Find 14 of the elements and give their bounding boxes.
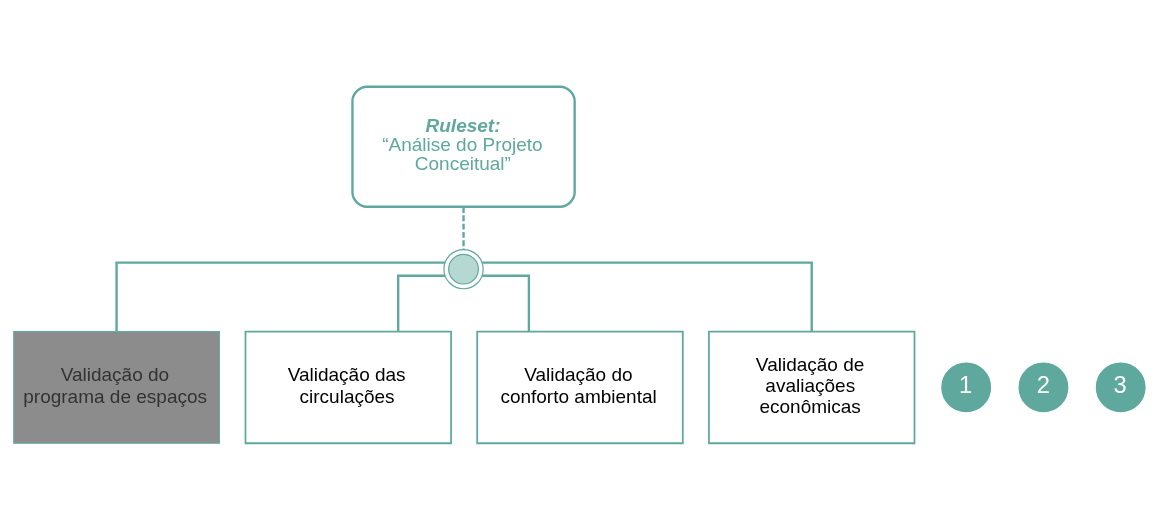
node-box: Validação das circulações <box>244 330 452 444</box>
connector <box>482 260 813 331</box>
node-circle: 1 <box>940 360 993 414</box>
node-box: Validação do programa de espaços <box>13 330 220 444</box>
node-box: Validação de avaliações econômicas <box>708 330 916 444</box>
node-box: Validação do conforto ambiental <box>476 330 684 444</box>
node-circle <box>443 248 484 289</box>
connector <box>397 274 445 331</box>
connector <box>462 206 465 249</box>
node-circle: 3 <box>1094 360 1147 414</box>
connector <box>115 260 445 331</box>
node-circle: 2 <box>1017 360 1070 414</box>
connector <box>482 274 531 331</box>
node-box: Ruleset: “Análise do Projeto Conceitual” <box>351 85 576 208</box>
